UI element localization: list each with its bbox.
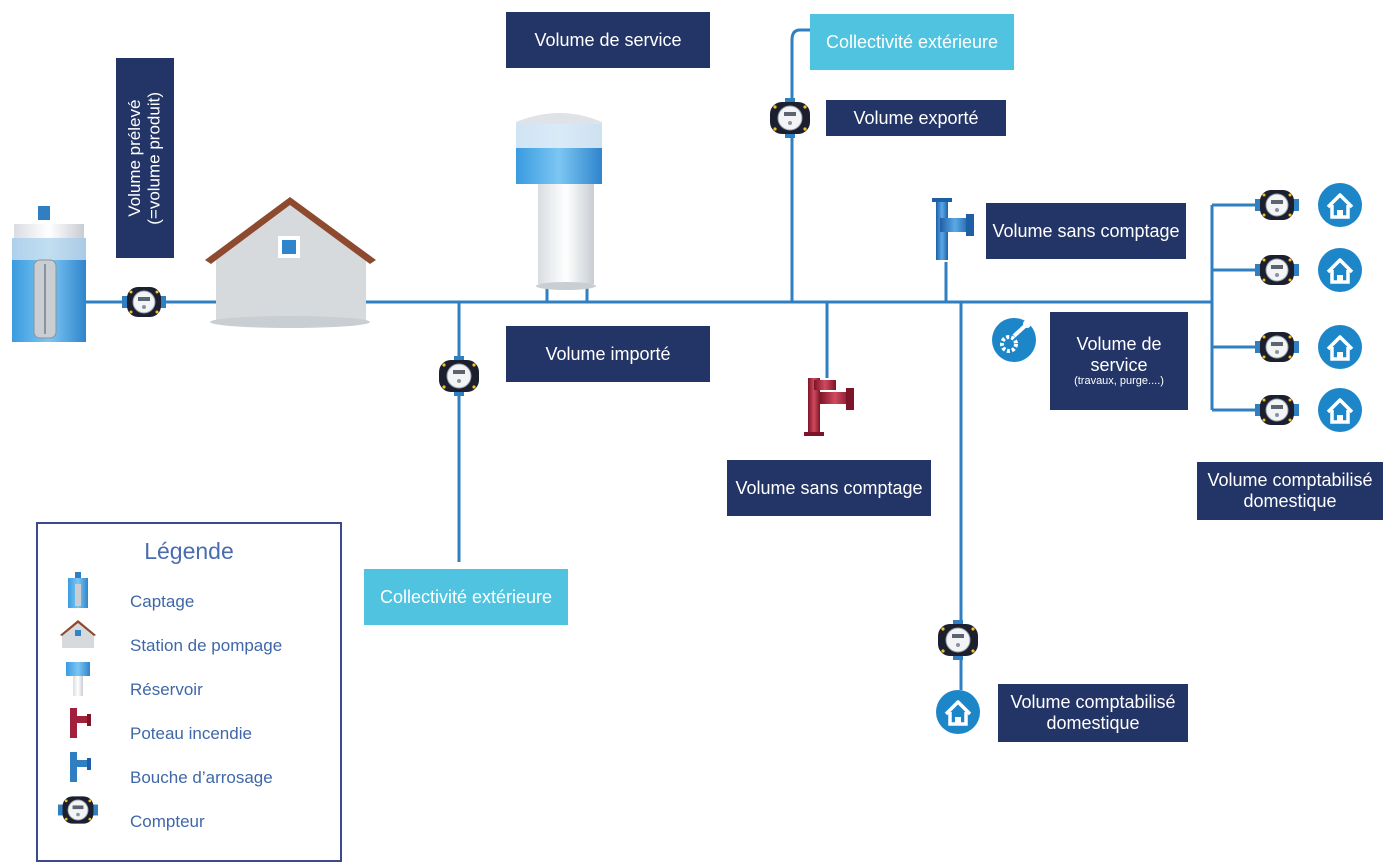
fire-hydrant-icon <box>804 378 854 436</box>
house-icon <box>934 688 982 736</box>
meter-icon <box>937 619 979 661</box>
watering-outlet-icon <box>932 198 974 260</box>
legend-item-station-de-pompage: Station de pompage <box>130 636 283 655</box>
meter-icon <box>121 286 167 318</box>
meter-icon <box>769 97 811 139</box>
legend-item-reservoir: Réservoir <box>130 680 203 699</box>
watering-outlet-icon <box>70 752 91 782</box>
meter-icon <box>1254 189 1300 221</box>
legend-item-poteau-incendie: Poteau incendie <box>130 724 252 743</box>
meter-icon <box>438 355 480 397</box>
service-gear-icon <box>992 318 1036 362</box>
meter-icon <box>1254 331 1300 363</box>
house-icon <box>1316 181 1364 229</box>
pumping-station-icon <box>60 620 96 648</box>
house-icon <box>1316 386 1364 434</box>
volume-preleve-label: Volume prélevé (=volume produit) <box>116 58 174 258</box>
meter-icon <box>1254 254 1300 286</box>
legend-title: Légende <box>144 538 234 564</box>
volume-comptabilise-domestique-bottom-label: Volume comptabilisé domestique <box>998 684 1188 742</box>
meter-icon <box>58 795 98 825</box>
volume-de-service-right-label: Volume de service (travaux, purge....) <box>1050 312 1188 410</box>
meter-icon <box>1254 394 1300 426</box>
house-icon <box>1316 323 1364 371</box>
pumping-station-icon <box>205 197 376 328</box>
reservoir-icon <box>516 113 602 290</box>
legend-item-bouche-arrosage: Bouche d’arrosage <box>130 768 273 787</box>
legend-item-captage: Captage <box>130 592 195 611</box>
reservoir-icon <box>66 662 90 696</box>
legend-box: Légende Captage Station de pompage Réser… <box>36 522 342 862</box>
fire-hydrant-icon <box>70 708 91 738</box>
volume-de-service-top-label: Volume de service <box>506 12 710 68</box>
captage-icon <box>68 572 88 608</box>
house-icon <box>1316 246 1364 294</box>
collectivite-exterieure-top-label: Collectivité extérieure <box>810 14 1014 70</box>
collectivite-exterieure-bottom-label: Collectivité extérieure <box>364 569 568 625</box>
volume-importe-label: Volume importé <box>506 326 710 382</box>
volume-comptabilise-domestique-right-label: Volume comptabilisé domestique <box>1197 462 1383 520</box>
legend-item-compteur: Compteur <box>130 812 205 831</box>
volume-sans-comptage-right-label: Volume sans comptage <box>986 203 1186 259</box>
volume-exporte-label: Volume exporté <box>826 100 1006 136</box>
captage-icon <box>12 206 86 342</box>
volume-sans-comptage-mid-label: Volume sans comptage <box>727 460 931 516</box>
